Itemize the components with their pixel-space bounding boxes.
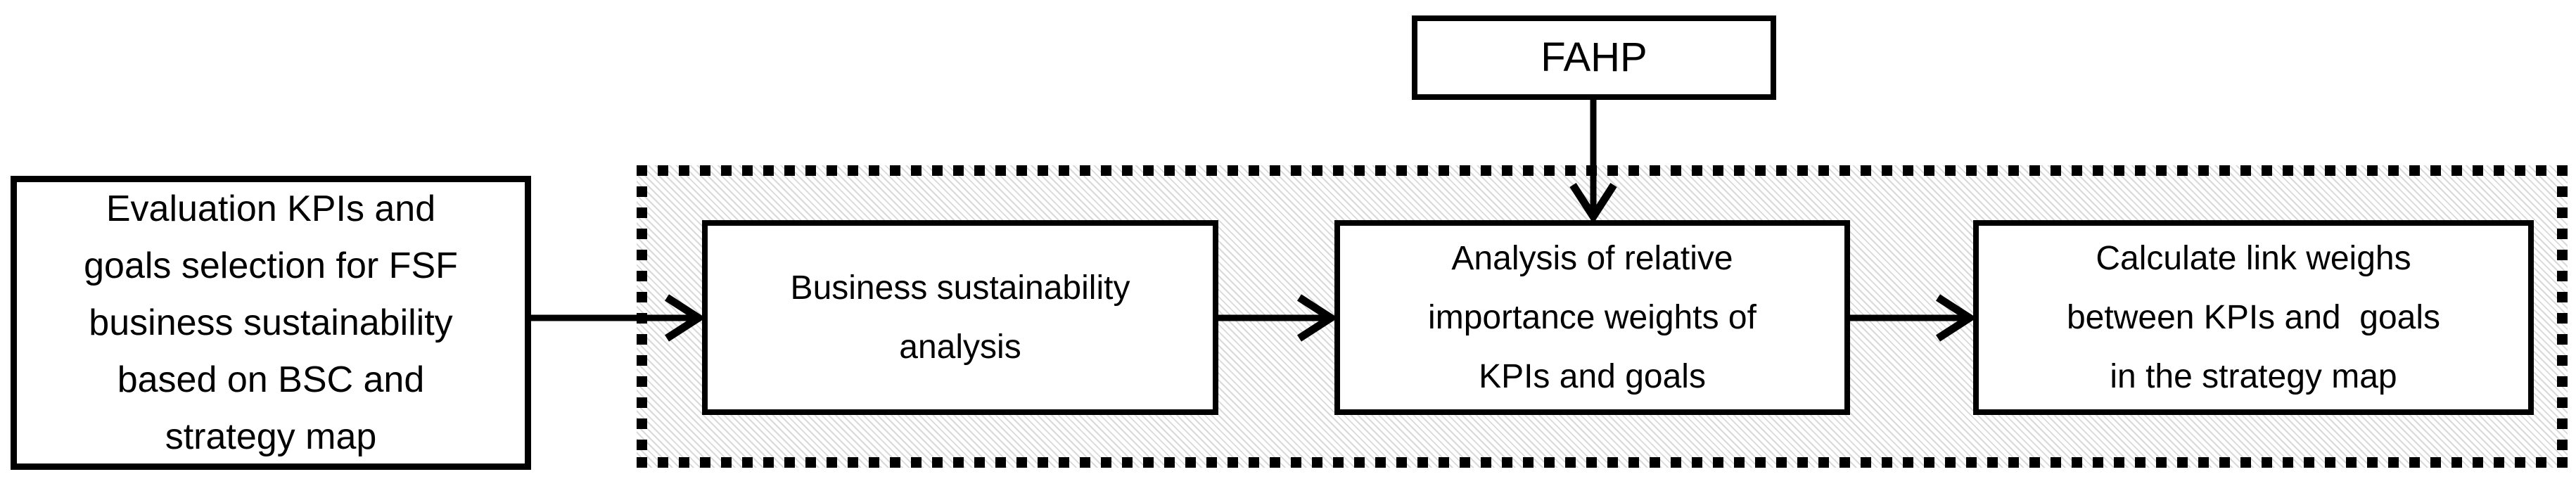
box-evaluation-kpis-goals-selection: Evaluation KPIs and goals selection for … [11,176,531,470]
box-fahp: FAHP [1412,15,1776,100]
box-business-sustainability-analysis: Business sustainability analysis [702,220,1218,415]
text-line: FAHP [1541,34,1647,80]
text-line: KPIs and goals [1479,357,1706,395]
text-line: Business sustainability [790,269,1130,307]
box-analysis-relative-importance-weights: Analysis of relative importance weights … [1334,220,1850,415]
dotted-border-top [637,165,2568,176]
dotted-border-right [2557,165,2568,468]
text-line: based on BSC and [117,359,425,400]
text-line: analysis [899,328,1021,366]
text-line: strategy map [165,416,377,457]
text-line: business sustainability [89,302,453,343]
text-line: in the strategy map [2110,357,2397,395]
text-line: between KPIs and goals [2066,298,2441,336]
box-calculate-link-weighs: Calculate link weighs between KPIs and g… [1973,220,2534,415]
text-line: importance weights of [1428,298,1756,336]
text-line: Evaluation KPIs and [106,188,436,229]
dotted-border-left [637,165,647,468]
text-line: goals selection for FSF [84,245,458,286]
dotted-border-bottom [637,457,2568,468]
text-line: Calculate link weighs [2096,239,2411,277]
text-line: Analysis of relative [1451,239,1733,277]
